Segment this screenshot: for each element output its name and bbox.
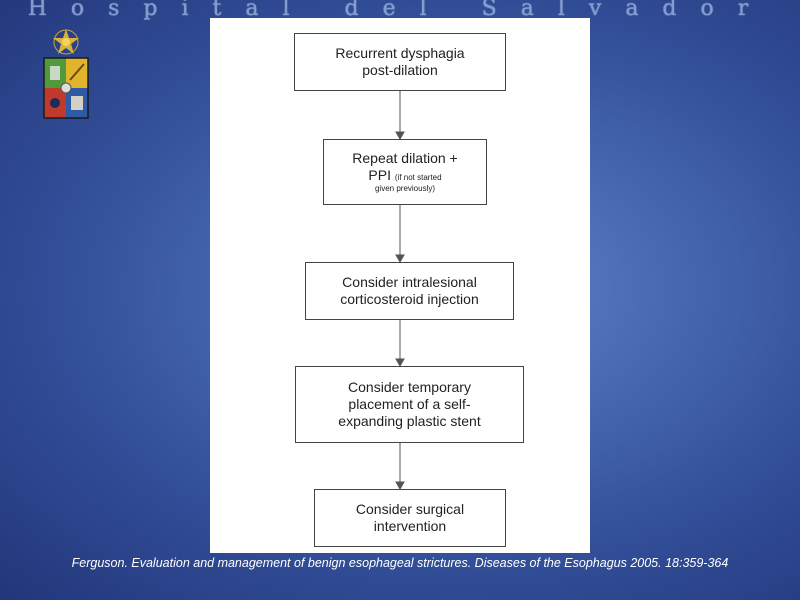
arrowhead-1 — [395, 131, 405, 141]
flow-step-4: Consider temporary placement of a self- … — [295, 366, 524, 443]
flowchart-panel: Recurrent dysphagia post-dilation Repeat… — [210, 18, 590, 553]
flow-step-1-line-1: Recurrent dysphagia — [335, 45, 465, 61]
flow-step-2-ppi: PPI — [368, 167, 391, 183]
flow-step-1: Recurrent dysphagia post-dilation — [294, 33, 506, 91]
flow-step-2-line-2: PPI (if not started — [368, 167, 441, 184]
flow-step-1-line-2: post-dilation — [362, 62, 438, 78]
flow-step-5-line-2: intervention — [373, 518, 447, 534]
arrowhead-4 — [395, 481, 405, 491]
header-title: Hospital del Salvador — [27, 0, 773, 21]
citation-text: Ferguson. Evaluation and management of b… — [71, 556, 729, 570]
flow-step-3: Consider intralesional corticosteroid in… — [305, 262, 514, 320]
flow-step-2-note-1: (if not started — [394, 173, 442, 182]
flow-step-4-line-2: placement of a self- — [348, 396, 471, 412]
flow-step-2-note-2: given previously) — [374, 184, 436, 193]
university-shield-logo — [40, 28, 92, 122]
flow-step-2: Repeat dilation + PPI (if not started gi… — [323, 139, 487, 205]
arrowhead-3 — [395, 358, 405, 368]
flow-step-4-line-3: expanding plastic stent — [338, 413, 481, 429]
flow-step-3-line-2: corticosteroid injection — [340, 291, 479, 307]
flow-step-5: Consider surgical intervention — [314, 489, 506, 547]
shield-icon — [43, 29, 89, 119]
flow-step-4-line-1: Consider temporary — [348, 379, 471, 395]
flowchart-arrows — [395, 91, 405, 491]
flow-step-3-line-1: Consider intralesional — [342, 274, 477, 290]
flow-step-5-line-1: Consider surgical — [355, 501, 465, 517]
flow-step-2-line-1: Repeat dilation + — [352, 150, 458, 166]
arrowhead-2 — [395, 254, 405, 264]
